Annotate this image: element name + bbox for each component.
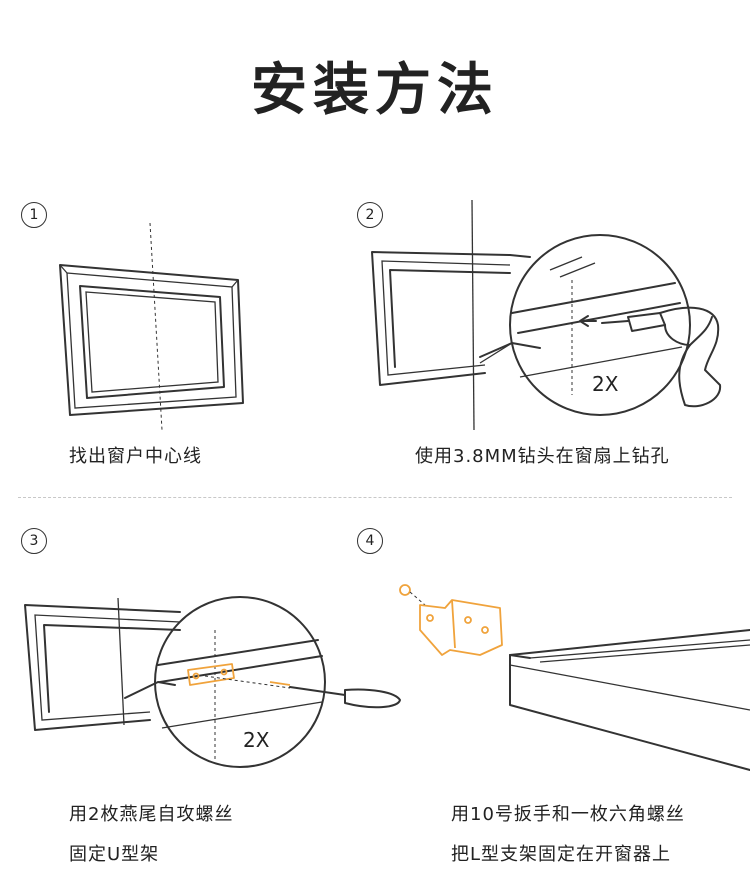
window-frame-3 (24, 604, 181, 731)
step-4-caption-line1: 用10号扳手和一枚六角螺丝 (451, 804, 685, 825)
center-line-3 (117, 597, 125, 726)
screwdriver-icon (289, 686, 401, 709)
zoom-circle-3 (124, 596, 326, 768)
step-1-caption: 找出窗户中心线 (69, 446, 202, 467)
step-3-caption-line1: 用2枚燕尾自攻螺丝 (69, 804, 234, 825)
step-4-illustration (399, 584, 750, 771)
step-2-illustration: 2X (371, 199, 722, 431)
u-bracket-icon (187, 663, 235, 686)
step-3-number: 3 (21, 528, 47, 554)
step-2-caption: 使用3.8MM钻头在窗扇上钻孔 (415, 446, 670, 467)
l-bracket-icon (399, 584, 503, 656)
opener-bar (509, 629, 750, 771)
step-3-caption-line2: 固定U型架 (69, 844, 160, 865)
zoom-circle-2 (479, 234, 691, 416)
step-1-number: 1 (21, 202, 47, 228)
window-frame-2 (371, 251, 531, 386)
window-frame-1 (59, 264, 244, 416)
step-1-illustration (59, 222, 244, 431)
step-3-multiplier: 2X (243, 728, 270, 752)
center-line-1 (149, 222, 163, 431)
step-4-number: 4 (357, 528, 383, 554)
step-3-illustration: 2X (24, 596, 401, 768)
section-divider (18, 497, 732, 498)
drill-icon (601, 306, 722, 408)
step-2-number: 2 (357, 202, 383, 228)
step-4-caption-line2: 把L型支架固定在开窗器上 (451, 844, 672, 865)
center-line-2 (471, 199, 475, 431)
page-title: 安装方法 (251, 58, 499, 123)
step-2-multiplier: 2X (592, 372, 619, 396)
